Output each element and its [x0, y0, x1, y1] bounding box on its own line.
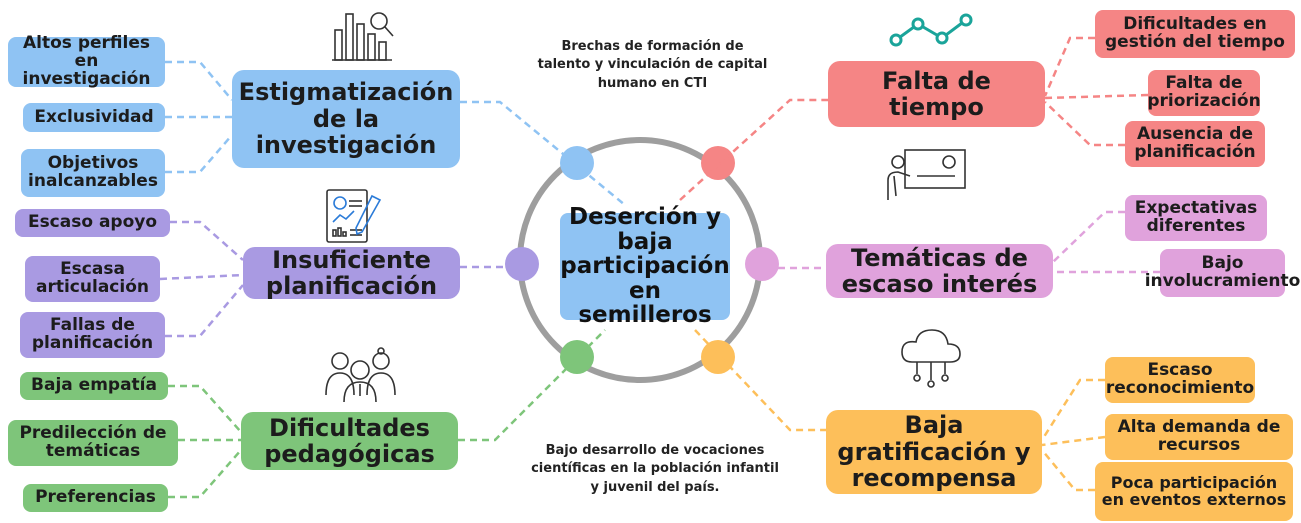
node-blue	[560, 146, 594, 180]
branch-estigmatizacion: Estigmatización de la investigación	[232, 70, 460, 168]
leaf-predileccion: Predilección de temáticas	[8, 420, 178, 466]
leaf-expectativas: Expectativas diferentes	[1125, 195, 1267, 241]
center-title: Deserción y baja participación en semill…	[560, 203, 730, 329]
leaf-altos-perfiles: Altos perfiles en investigación	[8, 34, 165, 88]
branch-gratificacion: Baja gratificación y recompensa	[826, 410, 1042, 494]
branch-tematicas: Temáticas de escaso interés	[826, 244, 1053, 298]
branch-tiempo: Falta de tiempo	[828, 61, 1045, 127]
node-purple	[505, 247, 539, 281]
leaf-baja-empatia: Baja empatía	[20, 372, 168, 400]
leaf-escaso-apoyo: Escaso apoyo	[15, 209, 170, 237]
leaf-involucramiento: Bajo involucramiento	[1145, 249, 1300, 297]
leaf-reconocimiento: Escaso reconocimiento	[1105, 357, 1255, 403]
bar-chart-magnifier-icon	[332, 12, 394, 61]
document-chart-icon	[326, 189, 382, 243]
note-top: Brechas de formación de talento y vincul…	[537, 39, 768, 91]
leaf-priorizacion: Falta de priorización	[1147, 70, 1261, 116]
leaf-gestion-tiempo: Dificultades en gestión del tiempo	[1095, 10, 1295, 58]
leaf-demanda-recursos: Alta demanda de recursos	[1105, 414, 1293, 460]
line-chart-icon	[889, 13, 973, 47]
leaf-ausencia-planificacion: Ausencia de planificación	[1125, 121, 1265, 167]
leaf-objetivos: Objetivos inalcanzables	[21, 149, 165, 197]
note-bottom: Bajo desarrollo de vocaciones científica…	[531, 443, 779, 495]
node-pink	[745, 247, 779, 281]
branch-planificacion: Insuficiente planificación	[243, 246, 460, 299]
leaf-exclusividad: Exclusividad	[23, 103, 165, 132]
presentation-board-icon	[887, 149, 966, 200]
leaf-fallas-planificacion: Fallas de planificación	[20, 312, 165, 358]
branch-pedagogicas: Dificultades pedagógicas	[241, 412, 458, 470]
leaf-preferencias: Preferencias	[23, 484, 168, 512]
node-yellow	[701, 340, 735, 374]
cloud-network-icon	[901, 329, 961, 388]
people-group-icon	[325, 347, 396, 403]
node-green	[560, 340, 594, 374]
leaf-participacion-eventos: Poca participación en eventos externos	[1095, 462, 1293, 521]
leaf-escasa-articulacion: Escasa articulación	[25, 256, 160, 302]
